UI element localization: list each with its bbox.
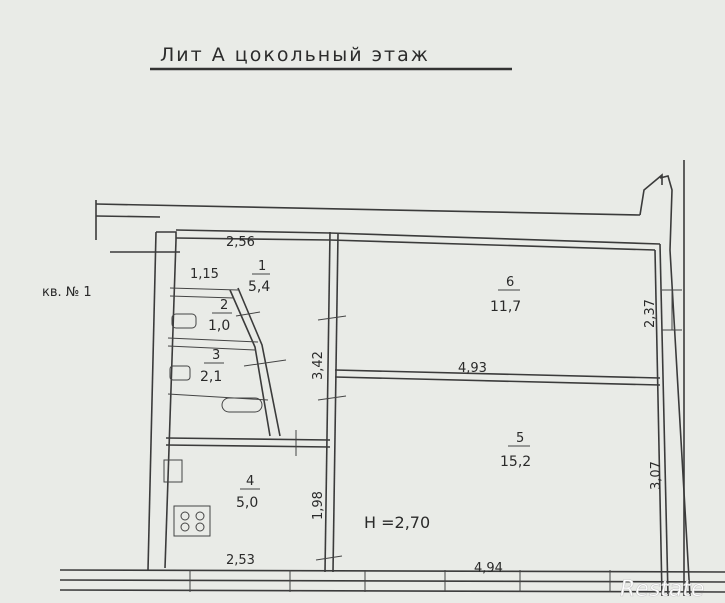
dim-kitchen-vertical: 1,98 (311, 491, 326, 520)
svg-text:5: 5 (516, 431, 524, 446)
restate-watermark: Restate (620, 577, 705, 602)
sink-icon (169, 365, 191, 381)
svg-text:2,1: 2,1 (200, 369, 222, 385)
plan-title: Лит А цокольный этаж (160, 44, 430, 66)
svg-text:1: 1 (258, 259, 266, 274)
svg-text:2: 2 (220, 298, 228, 313)
dim-room5-bottom: 4,94 (474, 561, 503, 576)
apartment-label: кв. № 1 (42, 285, 92, 300)
stove-icon (173, 505, 211, 537)
svg-text:4: 4 (246, 474, 254, 489)
dim-room6-right: 2,37 (643, 299, 658, 328)
dimension-ticks (235, 311, 347, 561)
room-3-label: 3 2,1 (200, 348, 224, 385)
window-right (662, 289, 682, 331)
dim-room5-right: 3,07 (649, 461, 664, 490)
room-1-label: 1 5,4 (248, 259, 270, 295)
dim-corridor-inner: 1,15 (190, 267, 219, 282)
windows-bottom (189, 570, 611, 592)
dim-kitchen-bottom: 2,53 (226, 553, 255, 568)
dim-room-divider: 4,93 (458, 361, 487, 376)
svg-text:3: 3 (212, 348, 220, 363)
svg-text:11,7: 11,7 (490, 299, 521, 315)
toilet-icon (171, 313, 197, 329)
fixtures (163, 289, 682, 592)
svg-text:6: 6 (506, 275, 514, 290)
dim-partition-vertical: 3,42 (311, 351, 326, 380)
room-6-label: 6 11,7 (490, 275, 521, 315)
svg-text:5,4: 5,4 (248, 279, 270, 295)
svg-text:1,0: 1,0 (208, 318, 230, 334)
interior-walls (59, 229, 725, 597)
bathtub-icon (221, 397, 263, 413)
top-wall (95, 160, 691, 597)
svg-text:15,2: 15,2 (500, 454, 531, 470)
room-5-label: 5 15,2 (500, 431, 531, 470)
left-wall (110, 231, 180, 571)
room-4-label: 4 5,0 (236, 474, 260, 511)
kitchen-sink-icon (163, 459, 183, 483)
dim-top-corridor: 2,56 (226, 235, 255, 250)
room-2-label: 2 1,0 (208, 298, 232, 334)
ceiling-height: Н =2,70 (364, 513, 430, 532)
svg-text:5,0: 5,0 (236, 495, 258, 511)
